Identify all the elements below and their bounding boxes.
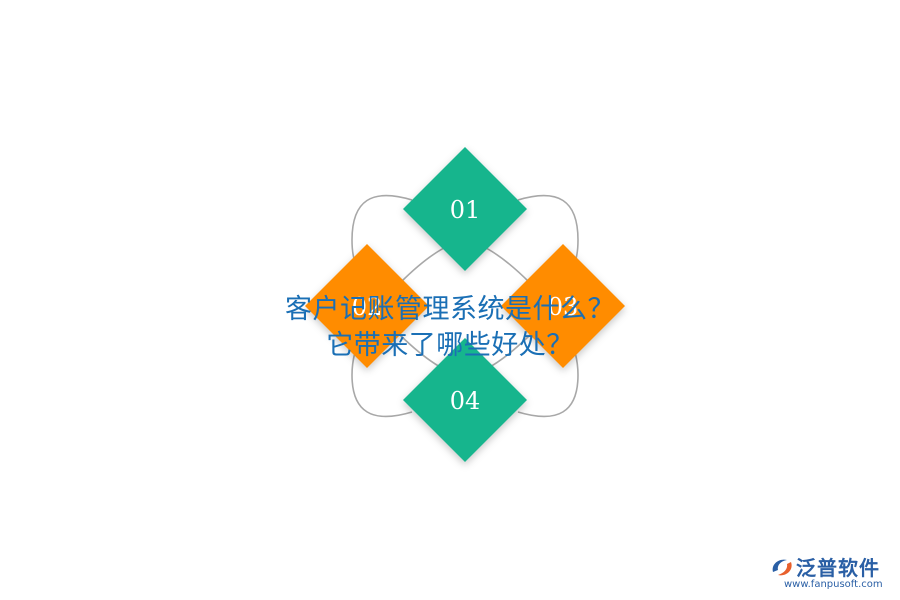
node-03-label: 03 [548,293,579,321]
node-02-label: 02 [352,293,383,321]
node-04: 04 [403,338,527,462]
node-03-diamond [501,244,625,368]
brand-swirl-icon [772,559,792,576]
node-04-label: 04 [450,387,481,415]
diagram-title-line-1: 客户记账管理系统是什么？ [285,294,615,325]
brand-name: 泛普软件 [796,556,880,580]
node-04-diamond [403,338,527,462]
node-03: 03 [501,244,625,368]
brand-logo: 泛普软件 www.fanpusoft.com [770,552,895,594]
node-02: 02 [305,244,429,368]
node-02-diamond [305,244,429,368]
node-01: 01 [403,147,527,271]
diagram-title-line-2: 它带来了哪些好处？ [326,330,574,361]
node-01-label: 01 [450,196,481,224]
brand-url: www.fanpusoft.com [784,579,883,590]
node-01-diamond [403,147,527,271]
